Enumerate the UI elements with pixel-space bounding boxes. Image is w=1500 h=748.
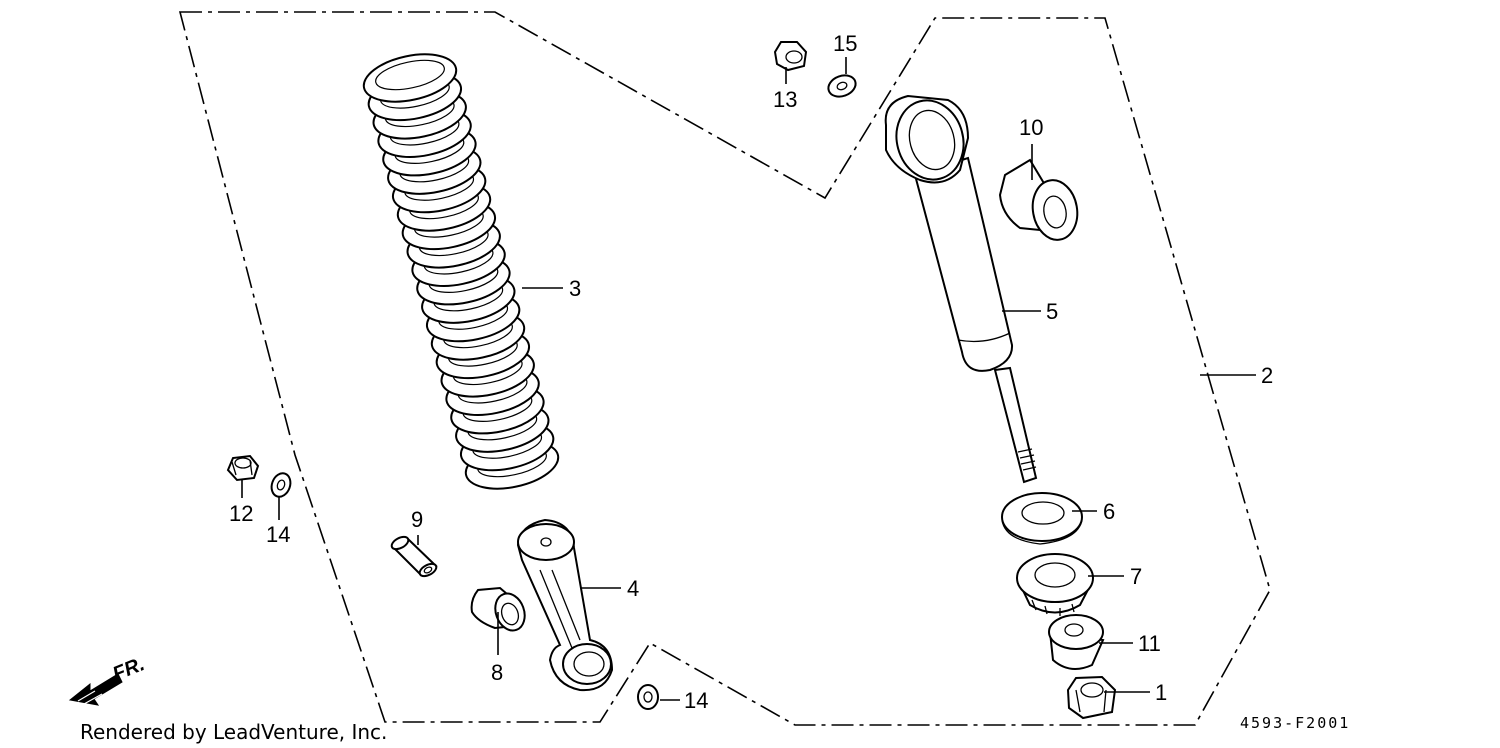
part-13-nut[interactable]: [773, 41, 808, 72]
callout-1: 1: [1155, 680, 1167, 705]
spring-coil-inner: [375, 59, 445, 91]
callout-12: 12: [229, 501, 253, 526]
part-12-nut[interactable]: [226, 454, 260, 482]
credit-line: Rendered by LeadVenture, Inc.: [80, 720, 387, 744]
part-14-washer-lower[interactable]: [637, 684, 659, 710]
callout-10: 10: [1019, 115, 1043, 140]
callout-3: 3: [569, 276, 581, 301]
assembly-boundary: [178, 11, 1271, 726]
diagram-code: 4593-F2001: [1240, 714, 1350, 732]
part-5-damper[interactable]: [884, 93, 1038, 484]
callout-11: 11: [1138, 631, 1161, 656]
part-10-bushing[interactable]: [998, 158, 1082, 243]
part-7-seat[interactable]: [1016, 553, 1094, 616]
callout-4: 4: [627, 576, 639, 601]
part-1-nut[interactable]: [1066, 675, 1117, 720]
front-direction-arrow-icon: [68, 673, 123, 706]
callout-5: 5: [1046, 299, 1058, 324]
callout-13: 13: [773, 87, 797, 112]
part-8-bushing[interactable]: [470, 586, 530, 635]
callout-8: 8: [491, 660, 503, 685]
callout-9: 9: [411, 507, 423, 532]
callout-15: 15: [833, 31, 857, 56]
part-3-spring[interactable]: [359, 47, 562, 497]
part-4-lower-joint[interactable]: [516, 518, 614, 692]
part-11-rubber[interactable]: [1048, 614, 1105, 670]
part-15-washer[interactable]: [825, 72, 858, 100]
leader-lines: [241, 57, 1256, 701]
part-6-washer[interactable]: [1001, 492, 1083, 545]
callout-7: 7: [1130, 564, 1142, 589]
spring-coil: [362, 53, 458, 103]
callout-6: 6: [1103, 499, 1115, 524]
part-14-washer-left[interactable]: [268, 471, 293, 500]
callout-14-left: 14: [266, 522, 290, 547]
callout-2: 2: [1261, 363, 1273, 388]
part-9-collar[interactable]: [390, 534, 439, 578]
front-marker-label: FR.: [110, 653, 148, 685]
callout-14-lower: 14: [684, 688, 708, 713]
